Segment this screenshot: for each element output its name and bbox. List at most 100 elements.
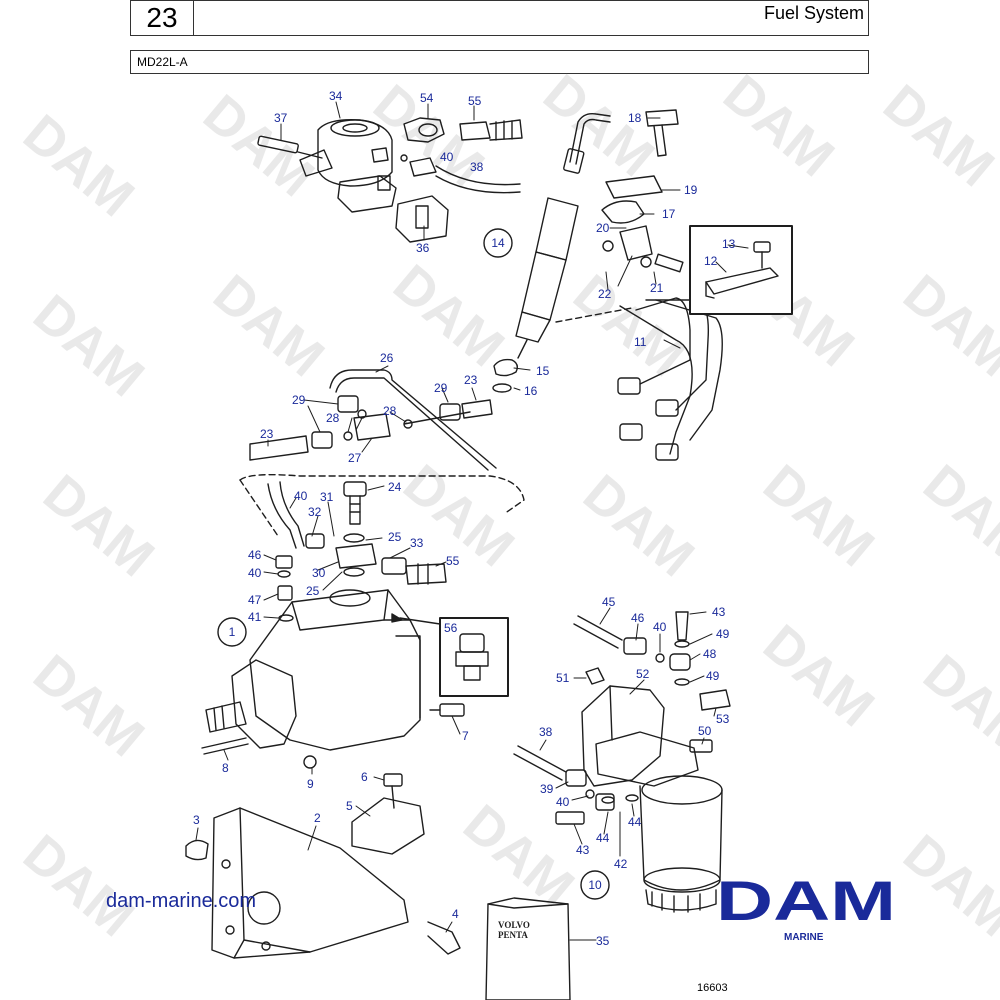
- watermark: DAM: [532, 63, 665, 188]
- watermark: DAM: [752, 453, 885, 578]
- watermark: DAM: [22, 643, 155, 768]
- callout-52: 52: [636, 667, 650, 681]
- callout-49: 49: [706, 669, 720, 683]
- callout-31: 31: [320, 490, 334, 504]
- drawing-number: 16603: [697, 982, 728, 994]
- callout-19: 19: [684, 183, 698, 197]
- watermark: DAM: [892, 823, 1000, 948]
- watermark-layer: DAM DAM DAM DAM DAM DAM DAM DAM DAM DAM …: [12, 63, 1000, 948]
- callout-38: 38: [470, 160, 484, 174]
- callout-49: 49: [716, 627, 730, 641]
- callout-23: 23: [464, 373, 478, 387]
- brand-logo: DAM: [716, 876, 896, 926]
- callout-37: 37: [274, 111, 288, 125]
- callout-21: 21: [650, 281, 664, 295]
- callout-25: 25: [388, 530, 402, 544]
- callout-40: 40: [556, 795, 570, 809]
- watermark: DAM: [892, 263, 1000, 388]
- callout-27: 27: [348, 451, 362, 465]
- callout-2: 2: [314, 811, 321, 825]
- callout-44: 44: [628, 815, 642, 829]
- callout-32: 32: [308, 505, 322, 519]
- page-title: Fuel System: [763, 3, 864, 23]
- callout-13: 13: [722, 237, 736, 251]
- callout-51: 51: [556, 671, 570, 685]
- callout-45: 45: [602, 595, 616, 609]
- callout-53: 53: [716, 712, 730, 726]
- callout-35: 35: [596, 934, 610, 948]
- callout-23: 23: [260, 427, 274, 441]
- callout-39: 39: [540, 782, 554, 796]
- callout-18: 18: [628, 111, 642, 125]
- watermark: DAM: [202, 263, 335, 388]
- part-callouts: 2 3 4 5 6 7 8 9 11 12 13 15 16 17 18 19 …: [193, 89, 736, 948]
- callout-40: 40: [248, 566, 262, 580]
- callout-30: 30: [312, 566, 326, 580]
- callout-3: 3: [193, 813, 200, 827]
- group-marker-label: 1: [229, 625, 236, 639]
- part-drawings: [185, 101, 793, 1000]
- callout-42: 42: [614, 857, 628, 871]
- callout-29: 29: [292, 393, 306, 407]
- brand-logo-text: DAM: [716, 876, 896, 926]
- callout-28: 28: [326, 411, 340, 425]
- callout-28: 28: [383, 404, 397, 418]
- callout-7: 7: [462, 729, 469, 743]
- sticker-label: VOLVO PENTA: [498, 920, 530, 940]
- callout-17: 17: [662, 207, 676, 221]
- watermark: DAM: [32, 463, 165, 588]
- watermark: DAM: [912, 643, 1000, 768]
- callout-40: 40: [440, 150, 454, 164]
- group-markers: [217, 228, 610, 900]
- group-marker-label: 10: [588, 878, 602, 892]
- callout-33: 33: [410, 536, 424, 550]
- group-number: 23: [130, 0, 194, 36]
- callout-47: 47: [248, 593, 262, 607]
- callout-55: 55: [468, 94, 482, 108]
- watermark: DAM: [712, 63, 845, 188]
- watermark: DAM: [12, 103, 145, 228]
- watermark: DAM: [22, 283, 155, 408]
- callout-29: 29: [434, 381, 448, 395]
- watermark: DAM: [752, 613, 885, 738]
- callout-41: 41: [248, 610, 262, 624]
- watermark: DAM: [382, 253, 515, 378]
- callout-40: 40: [653, 620, 667, 634]
- callout-36: 36: [416, 241, 430, 255]
- callout-26: 26: [380, 351, 394, 365]
- callout-6: 6: [361, 770, 368, 784]
- callout-46: 46: [248, 548, 262, 562]
- sticker-line: VOLVO: [498, 920, 530, 930]
- model-label: MD22L-A: [130, 50, 869, 74]
- watermark: DAM: [872, 73, 1000, 198]
- group-marker-labels: 1 10 14: [229, 236, 602, 892]
- callout-46: 46: [631, 611, 645, 625]
- callout-15: 15: [536, 364, 550, 378]
- watermark: DAM: [12, 823, 145, 948]
- group-marker-label: 14: [491, 236, 505, 250]
- fuel-filter-assembly: [513, 611, 731, 913]
- leader-lines: [195, 101, 749, 941]
- title-box: Fuel System: [194, 0, 869, 36]
- callout-20: 20: [596, 221, 610, 235]
- callout-54: 54: [420, 91, 434, 105]
- watermark: DAM: [192, 83, 325, 208]
- callout-56: 56: [444, 621, 458, 635]
- callout-12: 12: [704, 254, 718, 268]
- callout-25: 25: [306, 584, 320, 598]
- brand-subtitle: MARINE: [784, 932, 824, 943]
- callout-11: 11: [634, 335, 647, 349]
- callout-48: 48: [703, 647, 717, 661]
- callout-43: 43: [712, 605, 726, 619]
- website-link[interactable]: dam-marine.com: [106, 890, 257, 912]
- callout-34: 34: [329, 89, 343, 103]
- callout-50: 50: [698, 724, 712, 738]
- sticker-line: PENTA: [498, 930, 528, 940]
- clamp-inset: [689, 225, 793, 315]
- watermark: DAM: [562, 263, 695, 388]
- leak-off-line-assembly: [249, 369, 497, 471]
- callout-38: 38: [539, 725, 553, 739]
- callout-9: 9: [307, 777, 314, 791]
- callout-22: 22: [598, 287, 612, 301]
